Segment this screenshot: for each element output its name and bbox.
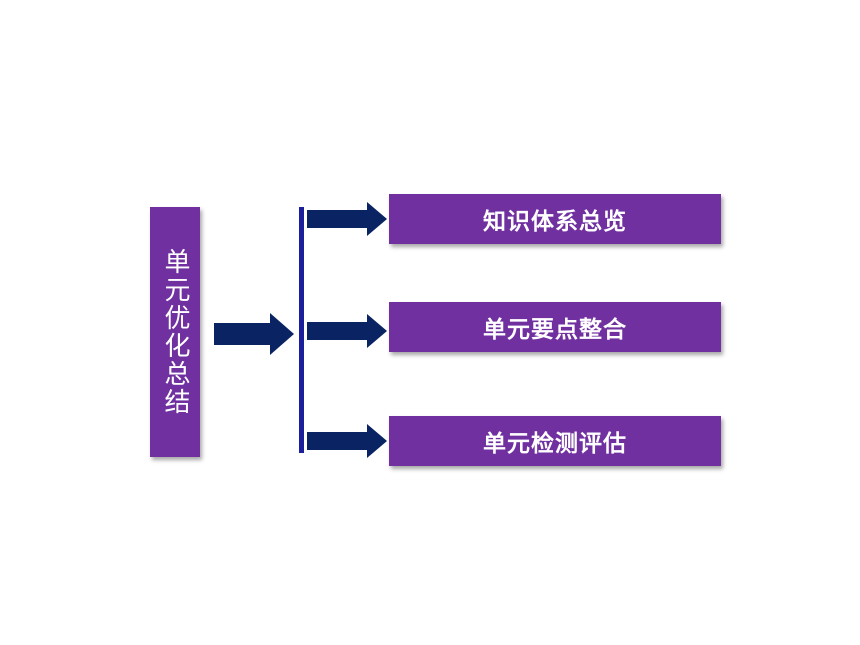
branch-node-label: 知识体系总览 — [483, 209, 627, 235]
branch-node-key-points[interactable]: 单元要点整合 — [389, 302, 721, 352]
main-arrow — [214, 313, 294, 355]
root-node-label: 单元优化总结 — [160, 248, 190, 416]
branch-bracket — [299, 207, 304, 453]
branch-node-label: 单元检测评估 — [483, 431, 627, 457]
branch-arrow-3 — [307, 424, 387, 458]
branch-arrow-1 — [307, 202, 387, 236]
branch-node-knowledge-overview[interactable]: 知识体系总览 — [389, 194, 721, 244]
branch-node-label: 单元要点整合 — [483, 317, 627, 343]
branch-arrow-2 — [307, 314, 387, 348]
root-node: 单元优化总结 — [150, 207, 200, 457]
branch-node-unit-assessment[interactable]: 单元检测评估 — [389, 416, 721, 466]
